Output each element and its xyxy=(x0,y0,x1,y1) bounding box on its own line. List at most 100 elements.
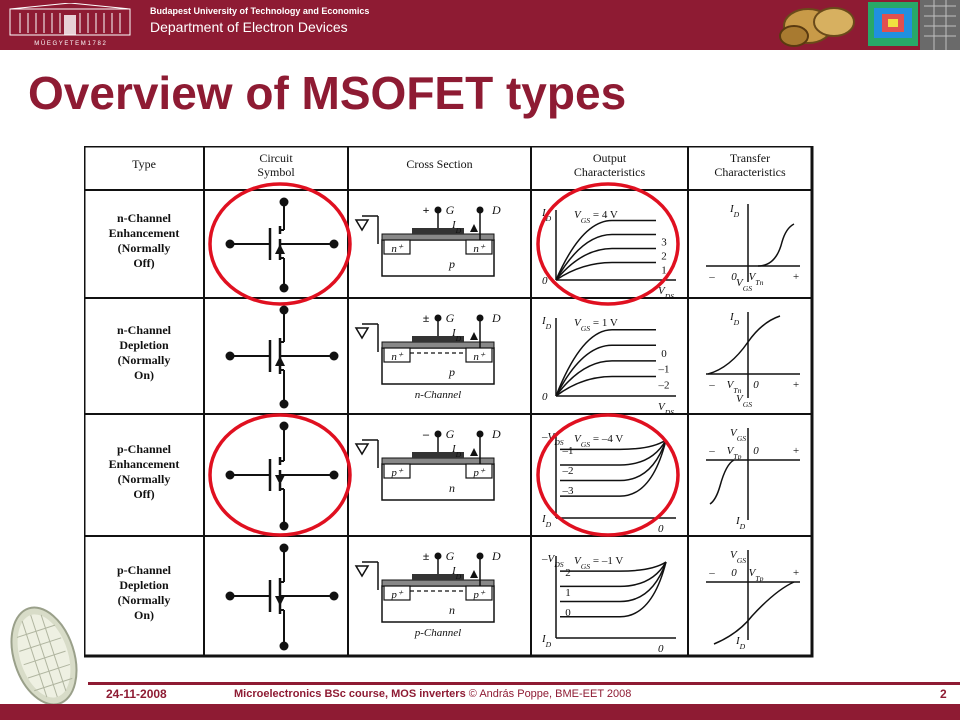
source-diffusion xyxy=(383,347,411,363)
footer-bar xyxy=(0,704,960,720)
chip-wafer-banner xyxy=(779,0,960,50)
output-curve-label: 0 xyxy=(661,348,667,360)
oxide-layer xyxy=(381,233,495,241)
highlight-circle xyxy=(536,413,680,537)
drain-terminal xyxy=(279,421,289,431)
output-curve xyxy=(560,561,667,603)
transfer-axis-label: VTn xyxy=(749,271,764,287)
ground-icon xyxy=(354,443,370,456)
output-curve-label: –1 xyxy=(562,445,574,457)
gate-label: G xyxy=(446,311,455,325)
output-vgs-label: VGS = –4 V xyxy=(574,433,623,449)
output-curve-label: 1 xyxy=(565,587,571,599)
body-arrow xyxy=(275,356,285,366)
current-arrow xyxy=(470,332,478,340)
table-header: Cross Section xyxy=(406,157,472,171)
output-curve-label: 3 xyxy=(661,237,667,249)
output-curve xyxy=(555,261,656,281)
transfer-axis-label: – xyxy=(708,445,715,457)
output-curve xyxy=(560,439,667,482)
source-diffusion xyxy=(383,239,411,255)
body-terminal xyxy=(329,239,339,249)
output-curve xyxy=(560,561,667,618)
footer-course: Microelectronics BSc course, MOS inverte… xyxy=(234,688,631,700)
transfer-y-label: VGS xyxy=(730,427,746,443)
transfer-axis-label: 0 xyxy=(731,271,737,283)
gate-electrode xyxy=(412,336,464,342)
transfer-axis-label: – xyxy=(708,271,715,283)
drain-current-label: ID xyxy=(451,219,462,235)
table-header: Characteristics xyxy=(714,165,786,179)
output-origin-label: ID xyxy=(541,633,552,649)
output-curve-label: –1 xyxy=(658,364,670,376)
current-arrow xyxy=(470,570,478,578)
gate-sign: ± xyxy=(423,311,430,325)
transfer-curve xyxy=(709,459,735,505)
transfer-x-label: ID xyxy=(735,515,746,531)
substrate-label: n xyxy=(449,481,455,495)
channel-label: n-Channel xyxy=(415,389,461,401)
mosfet-symbol xyxy=(225,197,339,293)
oxide-layer xyxy=(381,457,495,465)
gate-electrode xyxy=(412,228,464,234)
mosfet-type-label: n-Channel xyxy=(117,323,172,337)
drain-diffusion xyxy=(465,585,493,601)
output-x-label: 0 xyxy=(658,643,664,655)
mosfet-type-label: (Normally xyxy=(118,472,171,486)
output-y-label: ID xyxy=(541,207,552,223)
footer-date: 24-11-2008 xyxy=(106,687,167,701)
output-curve xyxy=(555,328,656,397)
gate-terminal xyxy=(225,591,235,601)
output-curve xyxy=(555,247,656,281)
slide-title: Overview of MSOFET types xyxy=(28,67,627,119)
table-header: Output xyxy=(593,151,627,165)
body-arrow xyxy=(275,596,285,606)
drain-terminal xyxy=(279,305,289,315)
transfer-axis-label: + xyxy=(792,271,799,283)
substrate-label: p xyxy=(448,365,455,379)
substrate-label: n xyxy=(449,603,455,617)
drain-diffusion xyxy=(465,239,493,255)
drain-diffusion-label: p⁺ xyxy=(472,467,486,479)
transfer-y-label: VGS xyxy=(730,549,746,565)
channel-label: p-Channel xyxy=(414,627,461,639)
university-logo: M Ű E G Y E T E M 1 7 8 2 xyxy=(9,3,131,47)
output-vgs-label: VGS = 4 V xyxy=(574,209,618,225)
mosfet-type-label: p-Channel xyxy=(117,563,172,577)
page-number: 2 xyxy=(940,687,947,701)
transfer-axis-label: + xyxy=(792,379,799,391)
source-terminal xyxy=(279,399,289,409)
output-curve-label: –2 xyxy=(658,379,670,391)
drain-current-label: ID xyxy=(451,443,462,459)
transfer-axis-label: – xyxy=(708,379,715,391)
gate-terminal xyxy=(225,470,235,480)
header-bar: M Ű E G Y E T E M 1 7 8 2 Budapest Unive… xyxy=(0,0,960,50)
source-diffusion-label: p⁺ xyxy=(390,589,404,601)
gate-sign: – xyxy=(422,427,430,441)
ground-icon xyxy=(354,565,370,578)
source-terminal xyxy=(279,521,289,531)
transfer-x-label: VGS xyxy=(736,277,752,293)
output-curve-label: 2 xyxy=(565,567,571,579)
output-curve xyxy=(555,219,656,281)
footer-rule xyxy=(88,682,960,685)
transfer-curve xyxy=(713,581,795,645)
output-curve-label: –2 xyxy=(562,465,574,477)
output-curve xyxy=(555,233,656,281)
body-terminal xyxy=(329,351,339,361)
table-header: Symbol xyxy=(257,165,295,179)
drain-terminal xyxy=(476,430,484,438)
table-header: Type xyxy=(132,157,156,171)
gate-terminal xyxy=(434,552,442,560)
output-curve xyxy=(560,439,667,451)
gate-label: G xyxy=(446,203,455,217)
mosfet-type-label: Depletion xyxy=(119,338,169,352)
drain-terminal xyxy=(476,206,484,214)
output-curve xyxy=(555,375,656,397)
output-curve xyxy=(560,561,667,572)
gate-sign: ± xyxy=(423,549,430,563)
gate-terminal xyxy=(225,239,235,249)
mosfet-type-label: (Normally xyxy=(118,593,171,607)
